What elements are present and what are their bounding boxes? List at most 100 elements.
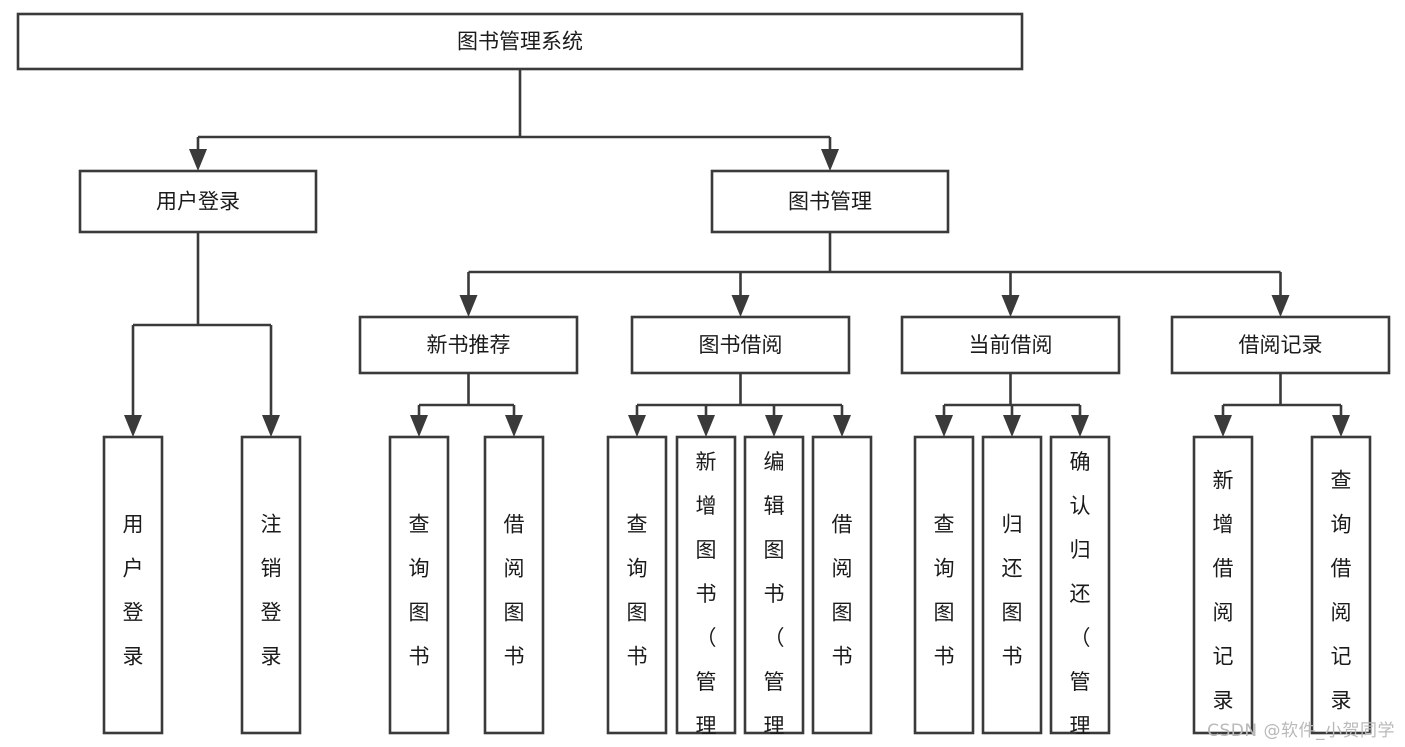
node-label-leaf-current-return-char-0: 归 bbox=[1002, 512, 1023, 536]
arrow-login-leaf-logout bbox=[262, 415, 280, 437]
node-label-leaf-newbook-borrow-char-2: 图 bbox=[504, 600, 525, 624]
node-box-leaf-borrow-edit[interactable] bbox=[743, 435, 805, 735]
node-label-leaf-current-return-char-3: 书 bbox=[1002, 644, 1023, 668]
node-label-records: 借阅记录 bbox=[1239, 333, 1323, 357]
node-label-leaf-borrow-query-char-2: 图 bbox=[627, 600, 648, 624]
node-label-leaf-records-query-char-0: 查 bbox=[1331, 468, 1352, 492]
node-sys[interactable]: 图书管理系统 bbox=[16, 12, 1024, 71]
node-box-leaf-logout[interactable] bbox=[240, 435, 302, 735]
node-label-leaf-current-confirm-char-6: 理 bbox=[1070, 714, 1091, 738]
arrow-bookmgmt-newbook bbox=[459, 295, 478, 317]
arrow-newbook-leaf-newbook-borrow bbox=[505, 415, 523, 437]
arrow-sys-login bbox=[189, 149, 207, 171]
arrow-newbook-leaf-newbook-query bbox=[410, 415, 428, 437]
node-label-leaf-borrow-lend-char-2: 图 bbox=[832, 600, 853, 624]
node-box-leaf-records-query[interactable] bbox=[1310, 435, 1372, 735]
node-label-leaf-records-query-char-5: 录 bbox=[1331, 688, 1352, 712]
node-login[interactable]: 用户登录 bbox=[78, 169, 318, 234]
node-label-leaf-borrow-lend-char-1: 阅 bbox=[832, 556, 853, 580]
node-label-current: 当前借阅 bbox=[969, 333, 1053, 357]
node-label-leaf-records-query-char-1: 询 bbox=[1331, 512, 1352, 536]
node-label-leaf-records-add-char-2: 借 bbox=[1213, 556, 1234, 580]
node-box-leaf-current-return[interactable] bbox=[981, 435, 1043, 735]
node-label-leaf-logout-char-2: 登 bbox=[261, 600, 282, 624]
node-label-leaf-borrow-add-char-6: 理 bbox=[696, 714, 717, 738]
node-box-leaf-user-login[interactable] bbox=[102, 435, 164, 735]
arrow-current-leaf-current-return bbox=[1003, 415, 1021, 437]
node-label-leaf-newbook-borrow-char-3: 书 bbox=[504, 644, 525, 668]
node-label-leaf-records-add-char-5: 录 bbox=[1213, 688, 1234, 712]
arrow-bookmgmt-records bbox=[1271, 295, 1290, 317]
node-label-leaf-user-login-char-1: 户 bbox=[123, 556, 144, 580]
node-box-bookmgmt[interactable] bbox=[710, 169, 950, 234]
node-label-leaf-borrow-add-char-0: 新 bbox=[696, 450, 717, 474]
node-label-leaf-current-confirm-char-0: 确 bbox=[1070, 450, 1091, 474]
node-label-leaf-borrow-lend-char-0: 借 bbox=[832, 512, 853, 536]
node-label-leaf-current-confirm-char-2: 归 bbox=[1070, 538, 1091, 562]
node-label-newbook: 新书推荐 bbox=[427, 333, 511, 357]
node-label-leaf-current-query-char-3: 书 bbox=[934, 644, 955, 668]
node-box-leaf-current-query[interactable] bbox=[913, 435, 975, 735]
node-box-newbook[interactable] bbox=[358, 315, 579, 375]
arrow-current-leaf-current-query bbox=[935, 415, 953, 437]
node-label-leaf-current-return-char-1: 还 bbox=[1002, 556, 1023, 580]
node-label-leaf-borrow-add-char-1: 增 bbox=[696, 494, 717, 518]
arrow-borrow-leaf-borrow-query bbox=[628, 415, 646, 437]
node-label-leaf-borrow-query-char-0: 查 bbox=[627, 512, 648, 536]
node-label-leaf-borrow-edit-char-2: 图 bbox=[764, 538, 785, 562]
node-bookmgmt[interactable]: 图书管理 bbox=[710, 169, 950, 234]
arrow-bookmgmt-current bbox=[1001, 295, 1020, 317]
node-box-leaf-newbook-query[interactable] bbox=[388, 435, 450, 735]
node-leaf-user-login[interactable]: 用户登录 bbox=[102, 435, 164, 735]
node-box-leaf-current-confirm[interactable] bbox=[1049, 435, 1111, 735]
node-label-leaf-borrow-query-char-1: 询 bbox=[627, 556, 648, 580]
node-label-leaf-current-confirm-char-5: 管 bbox=[1070, 670, 1091, 694]
node-borrow[interactable]: 图书借阅 bbox=[630, 315, 851, 375]
node-label-leaf-records-add-char-1: 增 bbox=[1213, 512, 1234, 536]
node-label-leaf-borrow-add-char-4: （ bbox=[696, 626, 717, 650]
arrow-borrow-leaf-borrow-add bbox=[697, 415, 715, 437]
node-box-leaf-borrow-query[interactable] bbox=[606, 435, 668, 735]
arrow-login-leaf-user-login bbox=[124, 415, 142, 437]
node-box-login[interactable] bbox=[78, 169, 318, 234]
node-label-leaf-borrow-add-char-3: 书 bbox=[696, 582, 717, 606]
node-box-records[interactable] bbox=[1170, 315, 1391, 375]
node-box-leaf-borrow-add[interactable] bbox=[675, 435, 737, 735]
node-label-leaf-records-query-char-4: 记 bbox=[1331, 644, 1352, 668]
node-box-leaf-newbook-borrow[interactable] bbox=[483, 435, 545, 735]
node-label-leaf-records-add-char-0: 新 bbox=[1213, 468, 1234, 492]
arrow-records-leaf-records-add bbox=[1214, 415, 1232, 437]
node-label-leaf-logout-char-3: 录 bbox=[261, 644, 282, 668]
node-label-leaf-records-add-char-4: 记 bbox=[1213, 644, 1234, 668]
node-box-sys[interactable] bbox=[16, 12, 1024, 71]
node-label-leaf-borrow-query-char-3: 书 bbox=[627, 644, 648, 668]
node-label-leaf-borrow-edit-char-3: 书 bbox=[764, 582, 785, 606]
node-label-leaf-newbook-query-char-3: 书 bbox=[409, 644, 430, 668]
node-records[interactable]: 借阅记录 bbox=[1170, 315, 1391, 375]
arrow-bookmgmt-borrow bbox=[731, 295, 750, 317]
node-box-leaf-borrow-lend[interactable] bbox=[811, 435, 873, 735]
node-label-leaf-current-confirm-char-1: 认 bbox=[1070, 494, 1091, 518]
node-newbook[interactable]: 新书推荐 bbox=[358, 315, 579, 375]
node-box-leaf-records-add[interactable] bbox=[1192, 435, 1254, 735]
node-label-borrow: 图书借阅 bbox=[699, 333, 783, 357]
node-box-borrow[interactable] bbox=[630, 315, 851, 375]
arrow-borrow-leaf-borrow-lend bbox=[833, 415, 851, 437]
node-label-leaf-borrow-edit-char-0: 编 bbox=[764, 450, 785, 474]
arrow-sys-bookmgmt bbox=[821, 149, 839, 171]
node-label-leaf-current-query-char-0: 查 bbox=[934, 512, 955, 536]
node-current[interactable]: 当前借阅 bbox=[900, 315, 1121, 375]
node-box-current[interactable] bbox=[900, 315, 1121, 375]
